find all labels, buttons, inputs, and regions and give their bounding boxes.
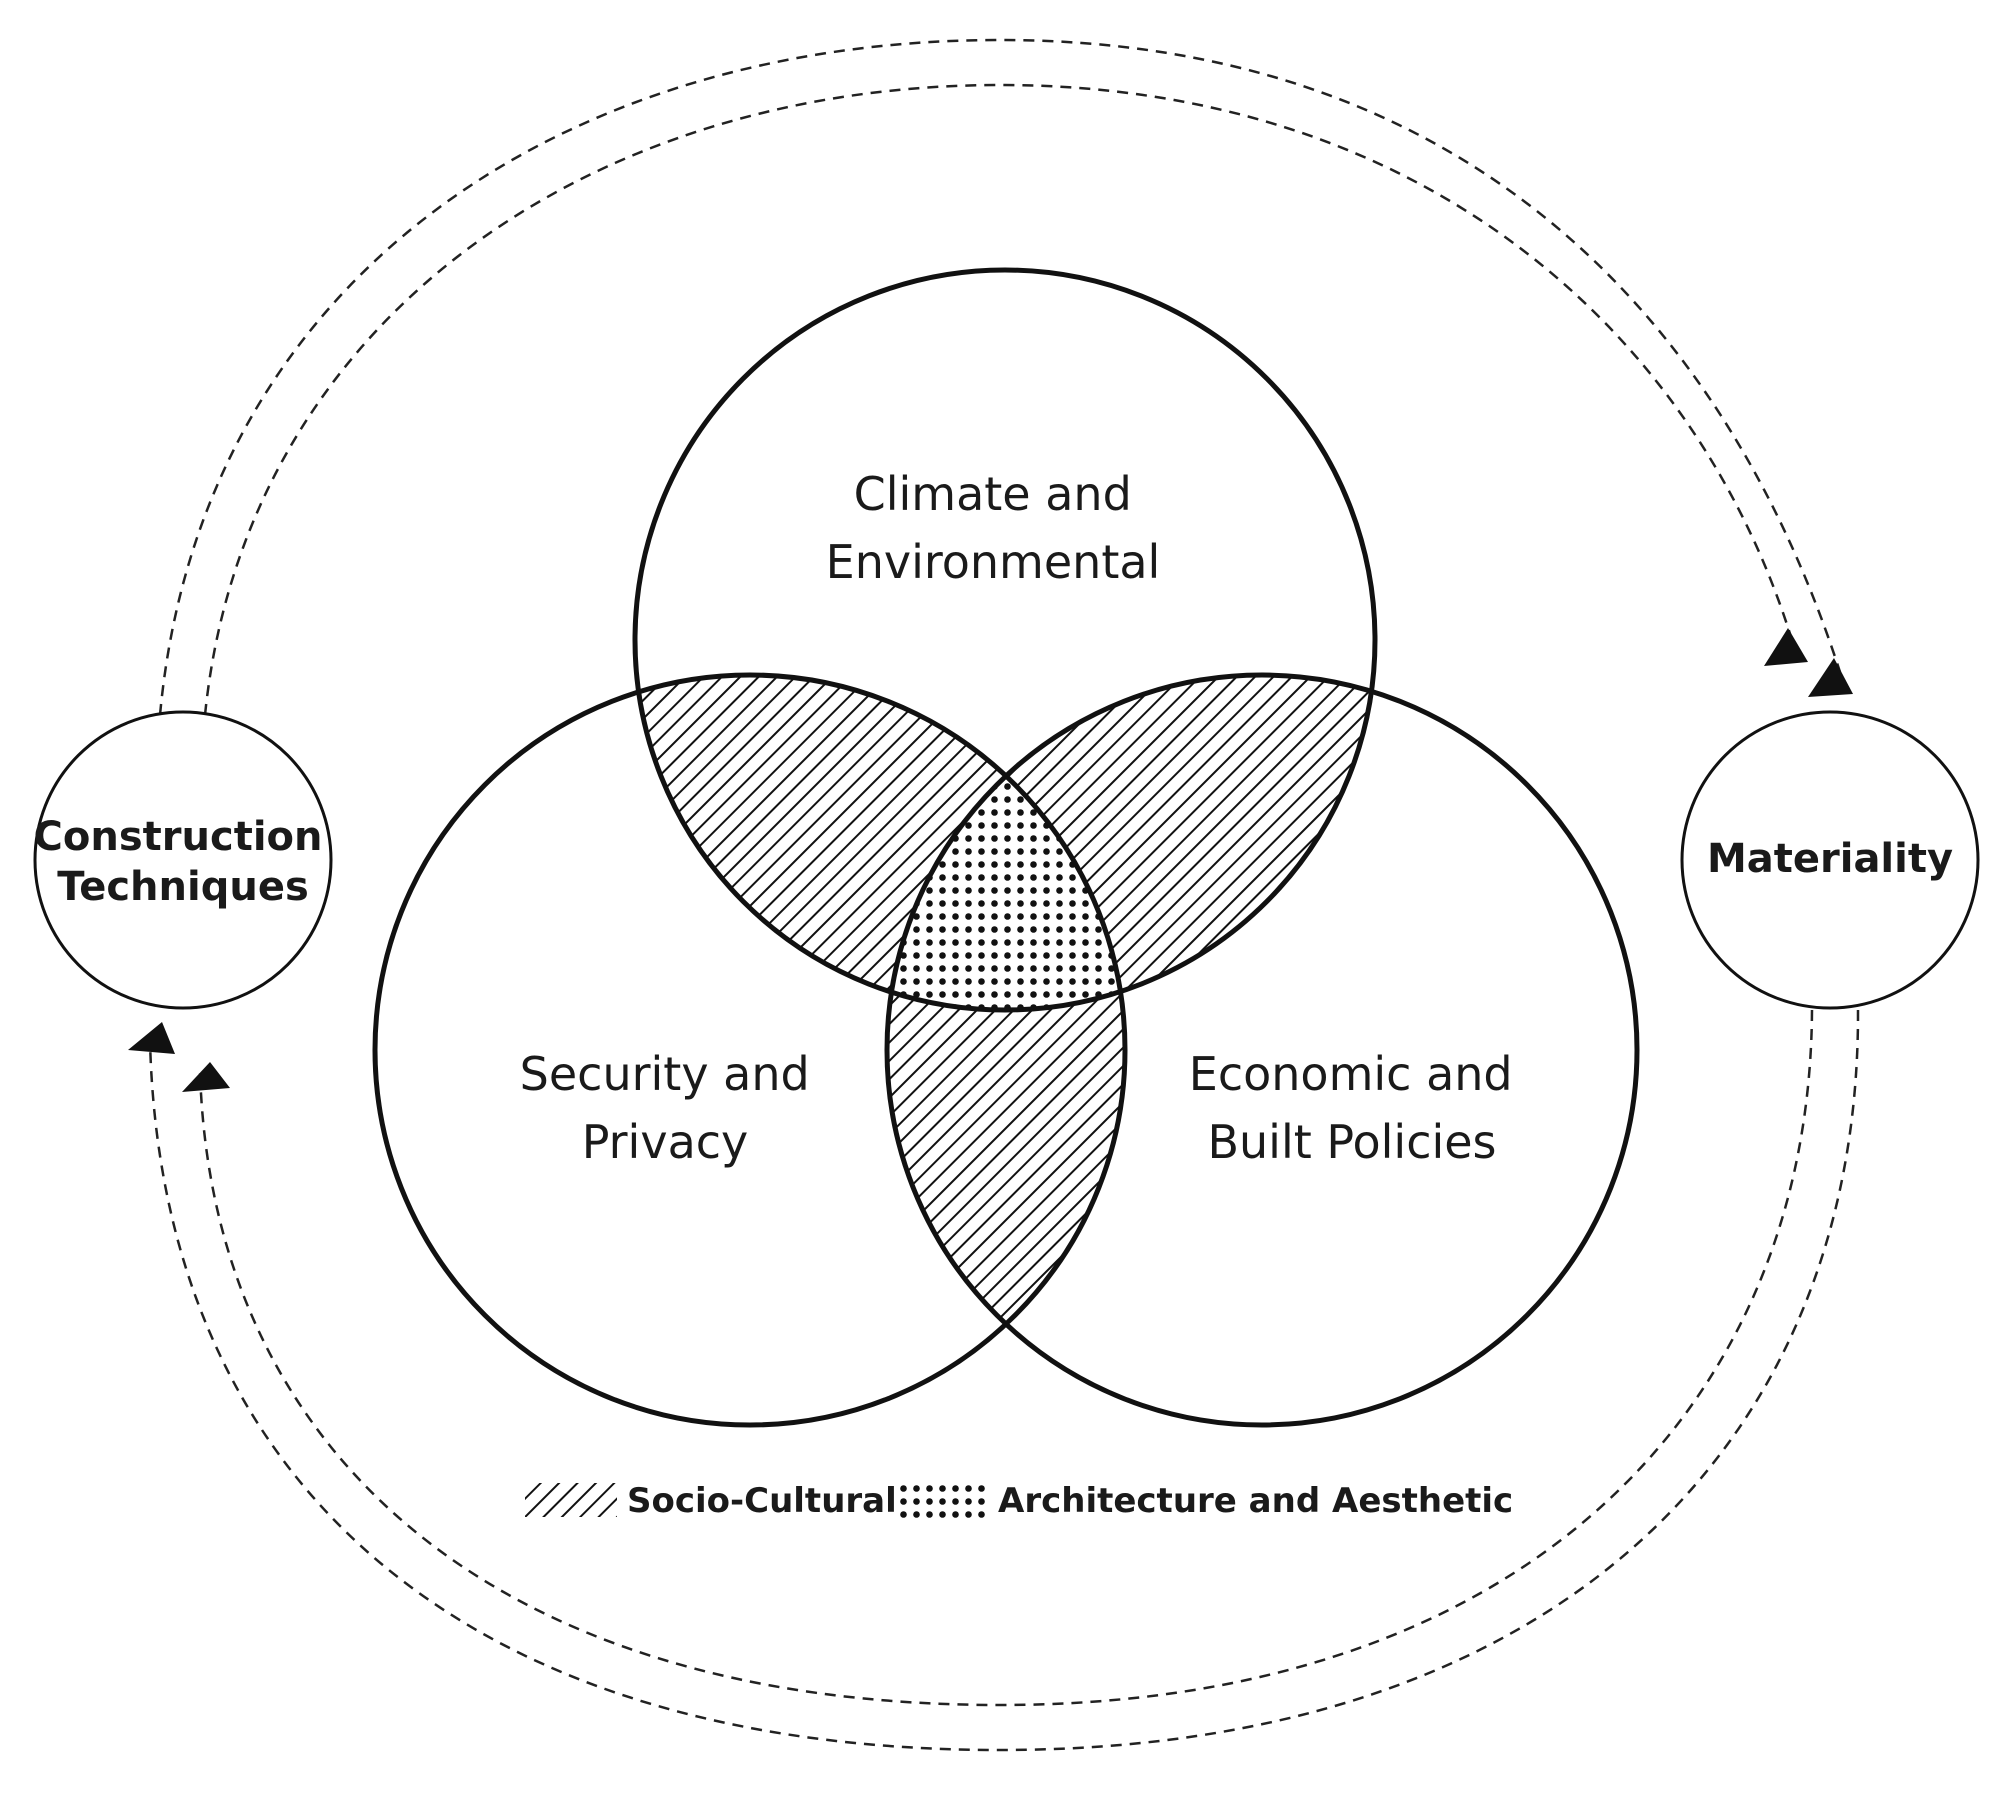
circle-economic-label-1: Economic and [1189, 1047, 1513, 1101]
circle-economic [884, 672, 1640, 1428]
circle-security [372, 672, 1128, 1428]
cycle-arrows [128, 38, 1860, 1752]
arrowhead-icon [1764, 628, 1808, 666]
circle-climate [632, 267, 1378, 1013]
svg-text:Construction Techniques: Construction Techniques [34, 814, 337, 910]
circle-climate-label-1: Climate and [854, 467, 1132, 521]
node-materiality [1680, 710, 1980, 1010]
legend-hatch-label: Socio-Cultural [627, 1481, 897, 1521]
cycle-arc-bottom-inner [198, 1009, 1814, 1707]
cycle-arc-top-outer [158, 38, 1842, 716]
circle-economic-label-2: Built Policies [1207, 1115, 1496, 1169]
svg-text:Climate and Environmental: Climate and Environmental [826, 467, 1161, 589]
legend-dots-label: Architecture and Aesthetic [998, 1481, 1513, 1521]
cycle-arc-bottom-outer [148, 1009, 1860, 1752]
node-materiality-label: Materiality [1707, 836, 1953, 882]
circle-security-label-2: Privacy [582, 1115, 749, 1169]
svg-text:Security and Privacy: Security and Privacy [520, 1047, 825, 1169]
legend: Socio-Cultural Architecture and Aestheti… [525, 1481, 1513, 1521]
arrowhead-icon [182, 1062, 230, 1092]
cycle-arc-top-inner [203, 83, 1797, 716]
node-construction [33, 710, 333, 1010]
svg-text:Materiality: Materiality [1707, 836, 1953, 882]
arrowhead-icon [128, 1022, 175, 1054]
node-construction-label-2: Techniques [57, 864, 309, 910]
legend-dots-swatch [895, 1481, 987, 1519]
svg-text:Economic and Built Policie: Economic and Built Policies [1189, 1047, 1527, 1169]
circle-security-label-1: Security and [520, 1047, 810, 1101]
node-construction-label-1: Construction [34, 814, 323, 860]
circle-climate-label-2: Environmental [826, 535, 1161, 589]
arrowhead-icon [1808, 658, 1853, 697]
legend-hatch-swatch [525, 1483, 617, 1517]
